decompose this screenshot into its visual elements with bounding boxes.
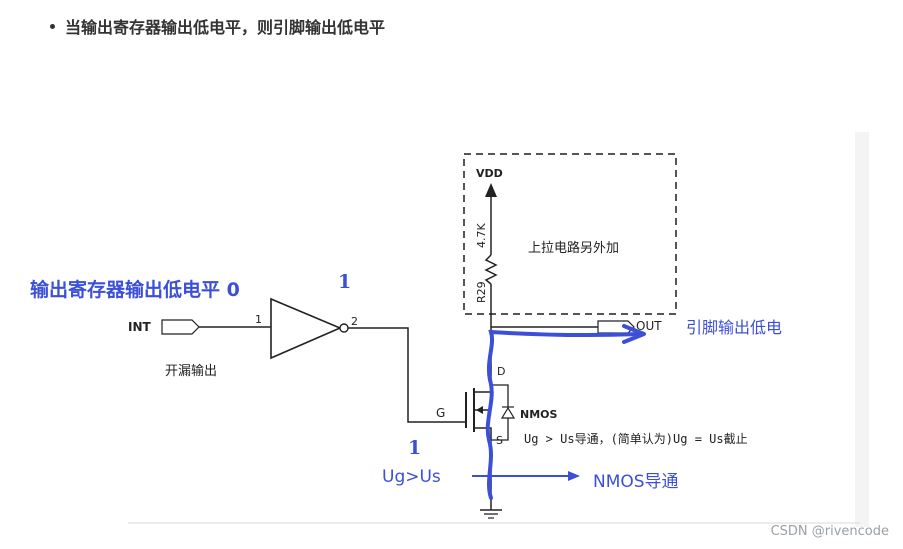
inverter-bubble	[339, 323, 349, 333]
open-drain-label: 开漏输出	[165, 363, 217, 379]
mos-gate-label: G	[436, 406, 445, 420]
resistor-value: 4.7K	[475, 223, 488, 248]
nmos-on-annotation: NMOS导通	[593, 472, 679, 492]
bullet-item: 当输出寄存器输出低电平，则引脚输出低电平	[50, 14, 385, 38]
resistor-r29	[484, 254, 498, 285]
current-path-stroke	[485, 329, 642, 500]
int-pin-icon	[161, 319, 200, 335]
mos-body-arrow-icon	[476, 406, 483, 414]
resistor-name: R29	[475, 281, 488, 303]
inverter-gate	[270, 297, 343, 360]
out-label: OUT	[636, 319, 662, 333]
bullet-text: 当输出寄存器输出低电平，则引脚输出低电平	[65, 18, 386, 37]
circuit-figure	[120, 132, 870, 527]
gate-value-annotation: 1	[408, 437, 421, 459]
pullup-box-label: 上拉电路另外加	[528, 240, 619, 256]
gate-to-mos-wire	[348, 327, 466, 423]
vdd-arrow-icon	[485, 183, 497, 197]
current-arrow-icon	[622, 324, 646, 344]
watermark: CSDN @rivencode	[770, 524, 889, 539]
mos-drain-label: D	[497, 365, 505, 378]
gate-input-pin: 1	[255, 313, 262, 326]
pullup-dashed-box	[463, 153, 677, 315]
bullet-dot	[50, 23, 55, 29]
int-label: INT	[128, 320, 152, 334]
vdd-label: VDD	[476, 167, 503, 180]
pin-low-annotation: 引脚输出低电	[686, 318, 782, 337]
inverter-output-annotation: 1	[338, 271, 351, 293]
gate-output-pin: 2	[351, 315, 358, 328]
condition-note: Ug > Us导通，(简单认为)Ug = Us截止	[524, 432, 748, 446]
mos-source-label: S	[496, 434, 503, 447]
nmos-on-arrow-icon	[568, 471, 580, 481]
register-output-annotation: 输出寄存器输出低电平 0	[30, 278, 240, 301]
ug-us-annotation: Ug>Us	[382, 467, 441, 487]
nmos-label: NMOS	[520, 408, 558, 421]
figure-edge	[855, 132, 869, 527]
body-diode-icon	[500, 406, 516, 419]
